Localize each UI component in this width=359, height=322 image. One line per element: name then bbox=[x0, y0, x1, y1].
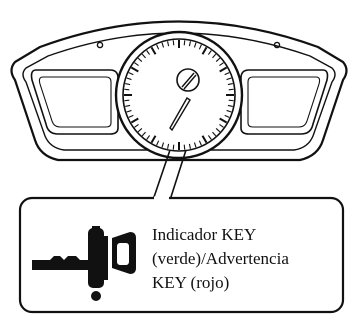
gauge-tick bbox=[137, 57, 143, 62]
gauge-tick bbox=[161, 142, 165, 148]
gauge-tick bbox=[215, 128, 221, 133]
gauge-tick bbox=[156, 140, 160, 146]
gauge-hub-slot bbox=[181, 72, 197, 90]
gauge-tick bbox=[226, 77, 232, 81]
leader-line-inner bbox=[169, 149, 187, 201]
right-lamp bbox=[273, 41, 281, 49]
gauge-tick bbox=[198, 44, 202, 50]
leader-line-outer bbox=[152, 149, 171, 201]
left-display-inner bbox=[38, 76, 112, 128]
gauge-tick bbox=[125, 104, 131, 107]
gauge-tick bbox=[227, 104, 233, 107]
gauge-tick bbox=[228, 99, 234, 102]
gauge-tick bbox=[198, 140, 202, 146]
gauge-tick bbox=[150, 46, 157, 55]
gauge-tick bbox=[134, 123, 139, 128]
gauge-tick bbox=[226, 109, 232, 113]
callout-leader bbox=[152, 149, 187, 201]
callout-line-2: (verde)/Advertencia bbox=[152, 249, 289, 268]
gauge-tick bbox=[141, 53, 146, 59]
gauge-needle bbox=[169, 97, 191, 132]
gauge-tick bbox=[219, 123, 224, 128]
key-warning-icon bbox=[32, 226, 136, 301]
gauge-tick bbox=[201, 135, 208, 144]
left-display bbox=[30, 69, 119, 135]
gauge-tick bbox=[215, 57, 221, 62]
gauge-tick bbox=[219, 66, 228, 73]
gauge-tick bbox=[193, 42, 197, 48]
exclamation-dot bbox=[91, 291, 101, 301]
gauge-tick bbox=[207, 50, 212, 55]
gauge-tick bbox=[161, 42, 165, 48]
gauge-tick bbox=[167, 41, 170, 47]
gauge-tick bbox=[227, 83, 233, 86]
gauge-tick bbox=[128, 114, 134, 118]
gauge-tick bbox=[207, 135, 212, 140]
gauge-tick bbox=[212, 53, 217, 59]
gauge-tick bbox=[125, 83, 131, 86]
gauge-tick bbox=[146, 135, 151, 140]
gauge-tick bbox=[201, 46, 208, 55]
gauge-tick bbox=[212, 131, 217, 137]
gauge-tick bbox=[172, 40, 175, 46]
gauge-tick bbox=[156, 44, 160, 50]
gauge-tick bbox=[130, 117, 139, 124]
callout-line-3: KEY (rojo) bbox=[152, 273, 229, 292]
gauge-tick bbox=[167, 143, 170, 149]
gauge-tick bbox=[124, 99, 130, 102]
gauge-tick bbox=[150, 135, 157, 144]
cluster-outer-housing bbox=[10, 20, 348, 162]
exclamation-bar bbox=[92, 226, 100, 282]
key-bar bbox=[104, 236, 108, 280]
gauge-tick bbox=[137, 128, 143, 133]
gauge-outer-ring bbox=[114, 30, 244, 160]
right-display-inner bbox=[247, 76, 321, 128]
gauge-tick bbox=[228, 88, 234, 91]
gauge-inner-ring bbox=[122, 38, 236, 152]
callout-box: Indicador KEY (verde)/Advertencia KEY (r… bbox=[18, 196, 345, 314]
gauge-tick bbox=[193, 142, 197, 148]
gauge-tick bbox=[224, 114, 230, 118]
gauge-tick bbox=[130, 66, 139, 73]
gauge-tick bbox=[188, 143, 191, 149]
gauge-ticks bbox=[124, 40, 234, 150]
gauge-tick bbox=[146, 50, 151, 55]
left-lamp bbox=[96, 41, 104, 49]
gauge-tick bbox=[219, 62, 224, 67]
gauge-tick bbox=[126, 77, 132, 81]
callout-line-1: Indicador KEY bbox=[152, 225, 256, 244]
gauge-tick bbox=[141, 131, 146, 137]
gauge-tick bbox=[172, 144, 175, 150]
gauge-tick bbox=[124, 88, 130, 91]
gauge-tick bbox=[134, 62, 139, 67]
right-display bbox=[240, 69, 329, 135]
gauge-tick bbox=[188, 41, 191, 47]
gauge-tick bbox=[183, 40, 186, 46]
gauge-tick bbox=[219, 117, 228, 124]
gauge-tick bbox=[128, 72, 134, 76]
key-blade bbox=[32, 256, 88, 270]
gauge-tick bbox=[224, 72, 230, 76]
central-gauge bbox=[114, 30, 244, 160]
key-fob-window bbox=[117, 243, 129, 265]
gauge-tick bbox=[183, 144, 186, 150]
gauge-tick bbox=[126, 109, 132, 113]
